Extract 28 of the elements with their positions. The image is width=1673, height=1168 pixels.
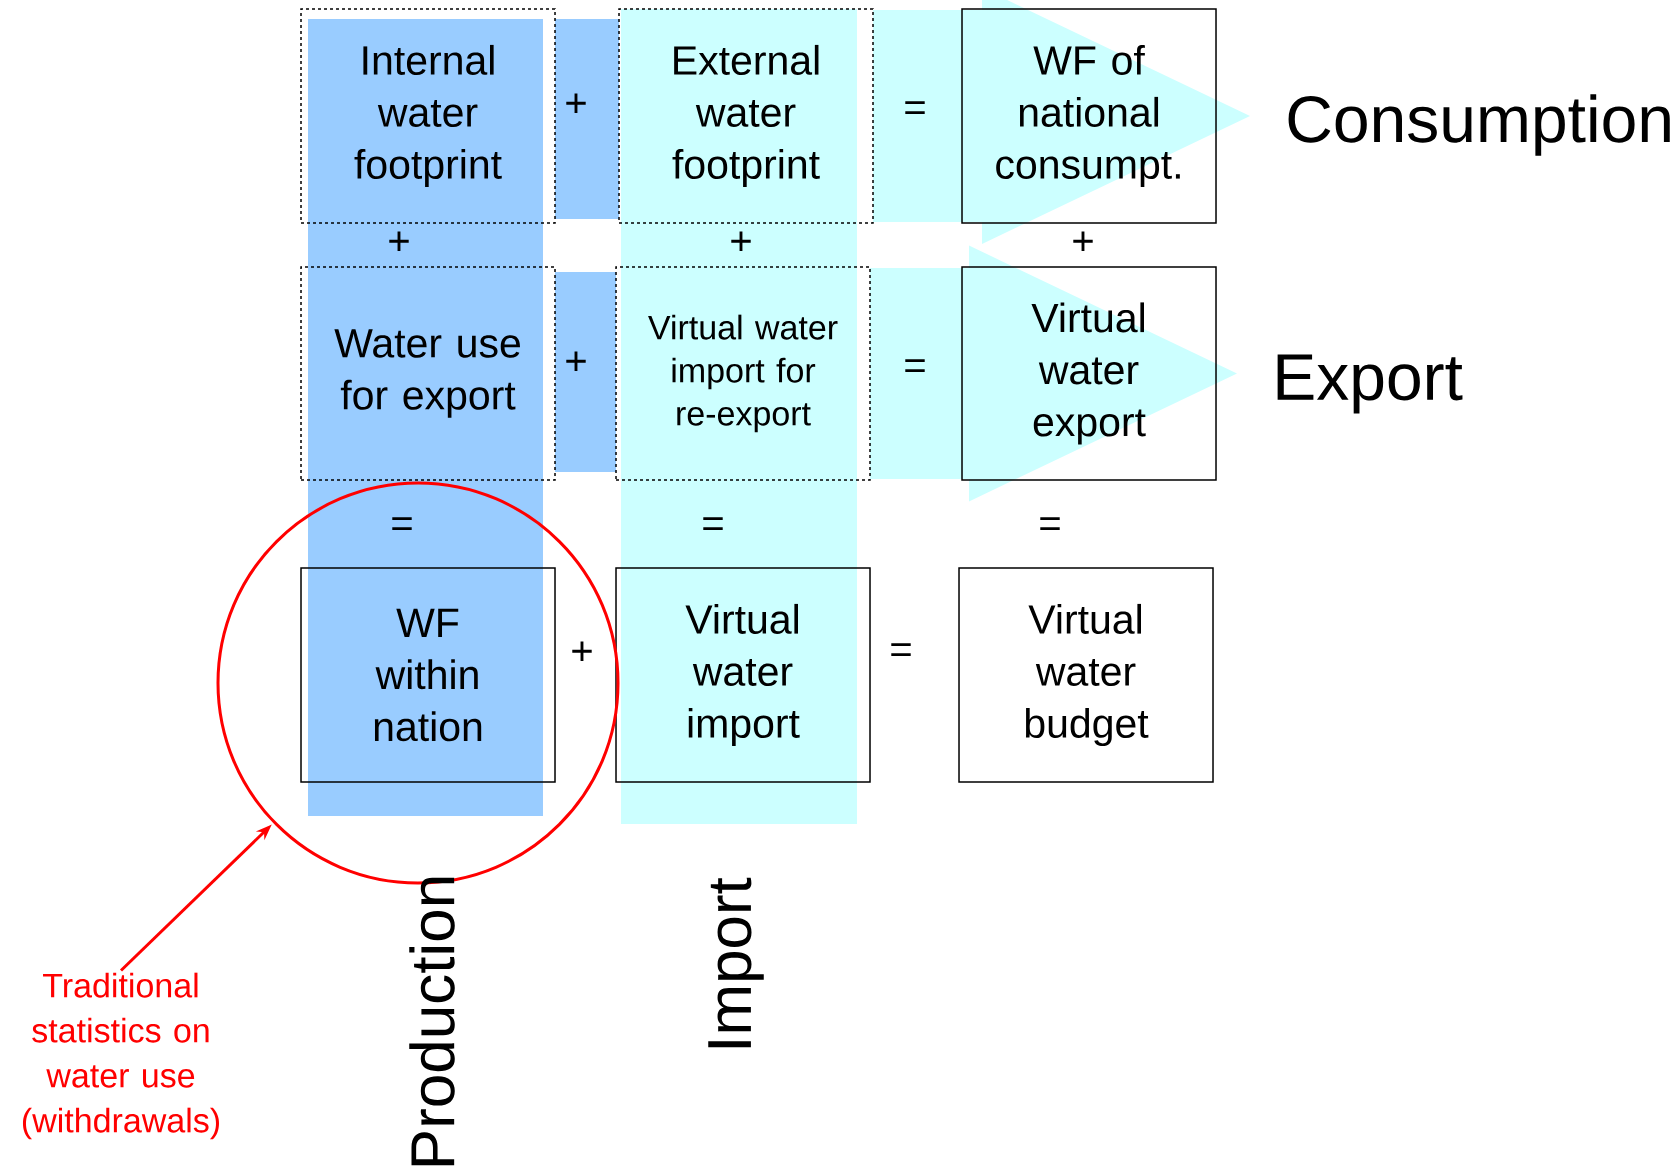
block-arrow xyxy=(873,0,1250,244)
plus-sign: + xyxy=(566,93,586,114)
dashed-box: External water footprint xyxy=(618,8,874,224)
term-box: Virtual water import xyxy=(615,567,871,783)
column-heading: Production xyxy=(409,877,455,1166)
equals-sign: = xyxy=(1040,517,1060,531)
term-box: WF of national consumpt. xyxy=(961,8,1217,224)
dashed-box: Internal water footprint xyxy=(300,8,556,224)
dashed-box: Water use for export xyxy=(300,266,556,481)
note-text: Traditional statistics on water use (withdrawals) xyxy=(22,972,219,1140)
equals-sign: = xyxy=(392,517,412,531)
column-heading: Import xyxy=(708,877,764,1048)
plus-sign: + xyxy=(572,641,592,662)
equals-sign: = xyxy=(905,101,925,115)
term-box: Virtual water budget xyxy=(958,567,1214,783)
equals-sign: = xyxy=(703,517,723,531)
plus-sign: + xyxy=(566,351,586,372)
equals-sign: = xyxy=(905,359,925,373)
term-box: WF within nation xyxy=(300,567,556,783)
term-box: Virtual water export xyxy=(961,266,1217,481)
plus-sign: + xyxy=(1073,231,1093,252)
plus-sign: + xyxy=(389,231,409,252)
row-heading: Consumption xyxy=(1288,94,1670,156)
block-arrow xyxy=(870,245,1237,502)
dashed-box: Virtual water import for re-export xyxy=(615,266,871,481)
row-heading: Export xyxy=(1277,354,1463,414)
plus-sign: + xyxy=(731,231,751,252)
equals-sign: = xyxy=(891,643,911,657)
